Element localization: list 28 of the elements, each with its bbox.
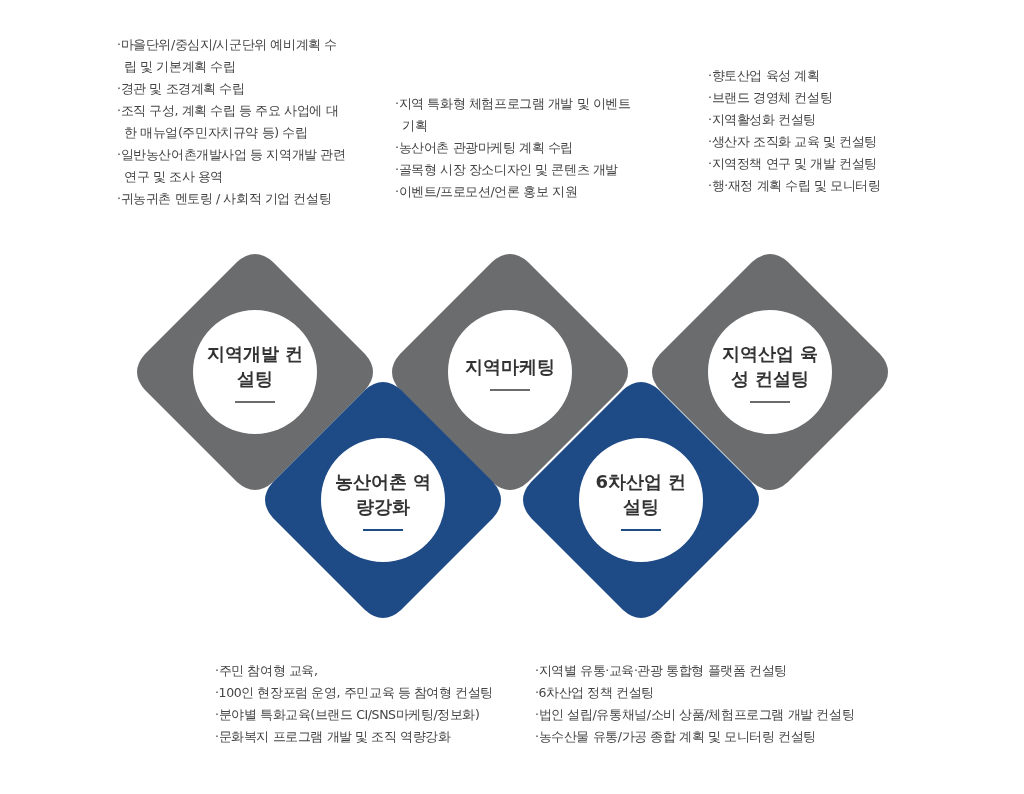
bullet-item: ·일반농산어촌개발사업 등 지역개발 관련 연구 및 조사 용역 bbox=[117, 146, 347, 186]
bullet-item: ·귀농귀촌 멘토링 / 사회적 기업 컨설팅 bbox=[117, 190, 333, 208]
bullet-item: ·100인 현장포럼 운영, 주민교육 등 참여형 컨설팅 bbox=[215, 684, 495, 702]
bullet-item: ·6차산업 정책 컨설팅 bbox=[535, 684, 656, 702]
bullet-item: ·농산어촌 관광마케팅 계획 수립 bbox=[395, 139, 575, 157]
bullet-item: ·경관 및 조경계획 수립 bbox=[117, 80, 246, 98]
bullet-item: ·브랜드 경영체 컨설팅 bbox=[708, 89, 834, 107]
node-title: 지역개발 컨설팅 bbox=[205, 342, 305, 391]
bullet-item: ·골목형 시장 장소디자인 및 콘텐츠 개발 bbox=[395, 161, 620, 179]
node-title: 지역산업 육성 컨설팅 bbox=[720, 342, 820, 391]
bullet-item: ·주민 참여형 교육, bbox=[215, 662, 319, 680]
node-title: 6차산업 컨설팅 bbox=[594, 470, 688, 519]
bullet-item: ·행·재정 계획 수립 및 모니터링 bbox=[708, 177, 882, 195]
node-title: 농산어촌 역량강화 bbox=[333, 470, 433, 519]
bullet-item: ·문화복지 프로그램 개발 및 조직 역량강화 bbox=[215, 728, 452, 746]
bullet-item: ·마을단위/중심지/시군단위 예비계획 수립 및 기본계획 수립 bbox=[117, 36, 338, 76]
bullet-item: ·이벤트/프로모션/언론 홍보 지원 bbox=[395, 183, 579, 201]
bullet-item: ·분야별 특화교육(브랜드 CI/SNS마케팅/정보화) bbox=[215, 706, 481, 724]
bullet-item: ·지역정책 연구 및 개발 컨설팅 bbox=[708, 155, 879, 173]
bullet-item: ·향토산업 육성 계획 bbox=[708, 67, 821, 85]
bullet-item: ·지역별 유통·교육·관광 통합형 플랫폼 컨설팅 bbox=[535, 662, 788, 680]
bullet-item: ·지역 특화형 체험프로그램 개발 및 이벤트 기획 bbox=[395, 95, 632, 135]
bullet-item: ·지역활성화 컨설팅 bbox=[708, 111, 817, 129]
bullet-item: ·생산자 조직화 교육 및 컨설팅 bbox=[708, 133, 879, 151]
bullet-item: ·법인 설립/유통채널/소비 상품/체험프로그램 개발 컨설팅 bbox=[535, 706, 856, 724]
bullet-item: ·조직 구성, 계획 수립 등 주요 사업에 대한 매뉴얼(주민자치규약 등) 수립 bbox=[117, 102, 340, 142]
bullet-item: ·농수산물 유통/가공 종합 계획 및 모니터링 컨설팅 bbox=[535, 728, 817, 746]
node-title: 지역마케팅 bbox=[464, 354, 556, 379]
